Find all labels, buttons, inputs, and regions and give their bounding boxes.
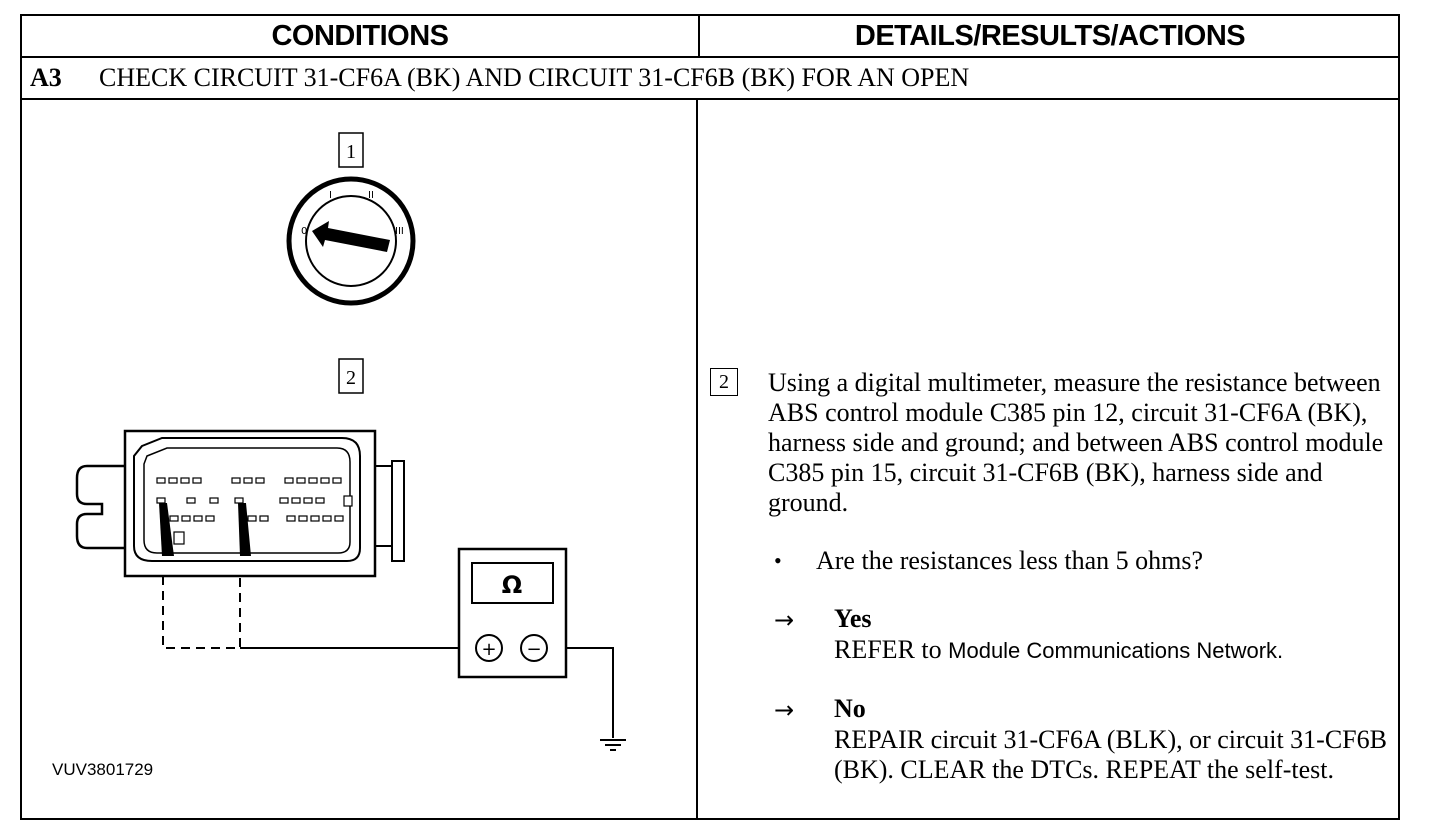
step-number-box: 2 bbox=[710, 368, 738, 396]
callout-1-label: 1 bbox=[346, 141, 356, 163]
plus-jack: + bbox=[481, 639, 496, 660]
diagnostic-table: CONDITIONS DETAILS/RESULTS/ACTIONS A3 CH… bbox=[20, 14, 1400, 820]
conditions-header: CONDITIONS bbox=[271, 20, 449, 52]
yes-arrow: → bbox=[774, 606, 795, 634]
divider bbox=[22, 98, 1398, 100]
step-title: CHECK CIRCUIT 31-CF6A (BK) AND CIRCUIT 3… bbox=[99, 63, 970, 92]
column-divider bbox=[696, 100, 698, 820]
ohm-symbol: Ω bbox=[502, 571, 522, 599]
yes-action: REFER to Module Communications Network. bbox=[834, 635, 1283, 666]
callout-1: 1 bbox=[338, 132, 364, 168]
column-divider bbox=[698, 16, 700, 56]
bullet: • bbox=[774, 548, 782, 573]
yes-action-prefix: REFER to bbox=[834, 635, 942, 664]
module-communications-link[interactable]: Module Communications Network. bbox=[948, 638, 1284, 663]
callout-2-label: 2 bbox=[346, 367, 356, 389]
ignition-switch-icon: 0 I II III bbox=[286, 176, 416, 306]
meter-leads bbox=[162, 576, 614, 738]
ignition-pos-2: II bbox=[368, 190, 374, 201]
step-row: A3 CHECK CIRCUIT 31-CF6A (BK) AND CIRCUI… bbox=[22, 58, 1398, 98]
question-text: Are the resistances less than 5 ohms? bbox=[816, 546, 1204, 575]
conditions-figure: 1 0 I II III 2 bbox=[75, 132, 626, 751]
no-action: REPAIR circuit 31-CF6A (BLK), or circuit… bbox=[834, 725, 1387, 784]
ground-icon bbox=[600, 739, 626, 751]
ignition-pos-0: 0 bbox=[301, 226, 307, 237]
step-id: A3 bbox=[30, 63, 62, 92]
minus-jack: − bbox=[526, 639, 541, 660]
figure-code: VUV3801729 bbox=[52, 760, 154, 779]
multimeter-icon: Ω + − bbox=[457, 547, 568, 679]
ignition-pos-1: I bbox=[329, 190, 332, 201]
no-label: No bbox=[834, 694, 866, 723]
instruction-text: Using a digital multimeter, measure the … bbox=[768, 368, 1384, 517]
callout-2: 2 bbox=[338, 358, 364, 394]
details-header: DETAILS/RESULTS/ACTIONS bbox=[854, 20, 1246, 52]
yes-label: Yes bbox=[834, 604, 872, 633]
divider bbox=[22, 56, 1398, 58]
ignition-pos-3: III bbox=[395, 226, 404, 237]
no-arrow: → bbox=[774, 696, 795, 724]
test-probe-icon bbox=[159, 503, 251, 556]
